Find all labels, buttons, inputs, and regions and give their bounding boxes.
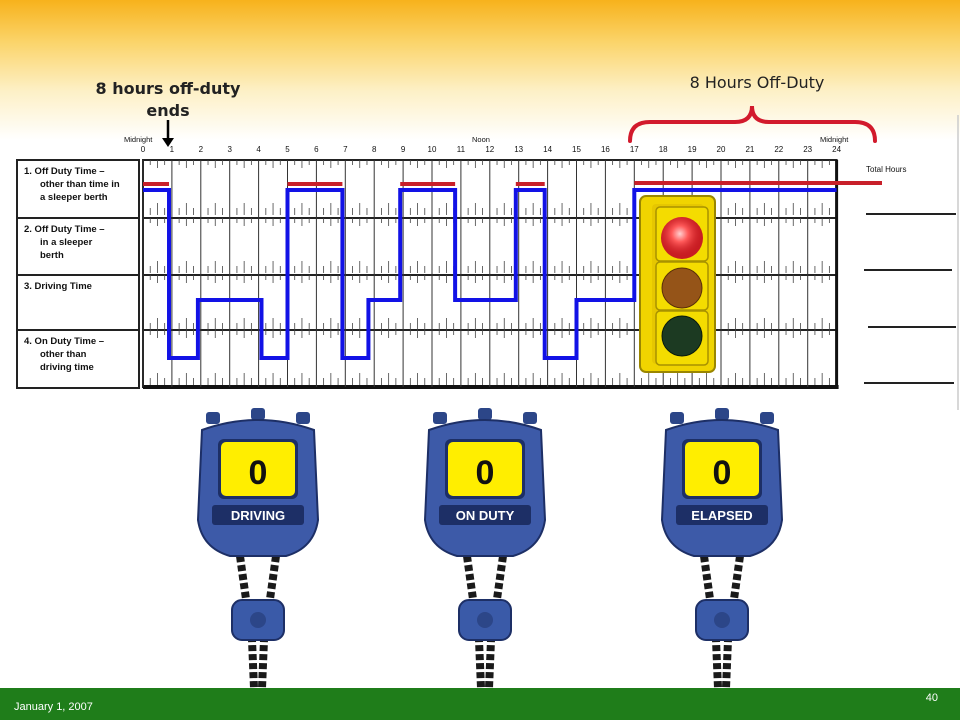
- hour-label: 3: [227, 145, 232, 154]
- amber-light: [661, 267, 703, 309]
- stopwatch-value: 0: [249, 454, 268, 492]
- hour-label: 2: [199, 145, 204, 154]
- stopwatch-label: ELAPSED: [691, 508, 752, 523]
- row-label-line: 2. Off Duty Time –: [24, 224, 105, 235]
- down-arrow-icon: [162, 120, 174, 147]
- hour-label: 10: [428, 145, 437, 154]
- page-number: 40: [925, 692, 938, 704]
- annotation-off-duty-period: 8 Hours Off-Duty: [689, 73, 825, 92]
- midnight-left-label: Midnight: [124, 135, 153, 144]
- hour-label: 4: [256, 145, 261, 154]
- hour-label: 11: [457, 145, 466, 154]
- row-label-line: berth: [40, 250, 64, 261]
- hour-grid: [142, 159, 839, 389]
- hour-label: 8: [372, 145, 377, 154]
- duty-line: [143, 188, 837, 360]
- row-label-line: driving time: [40, 362, 94, 373]
- off-duty-bracket: [628, 105, 877, 143]
- hour-label: 21: [745, 145, 754, 154]
- footer-date: January 1, 2007: [14, 701, 93, 713]
- row-label-line: a sleeper berth: [40, 192, 108, 203]
- hour-label: 20: [717, 145, 726, 154]
- hour-label: 5: [285, 145, 290, 154]
- hour-label: 23: [803, 145, 812, 154]
- stopwatch-value: 0: [476, 454, 495, 492]
- total-hours-label: Total Hours: [866, 165, 906, 174]
- hour-label: 16: [601, 145, 610, 154]
- header-gradient: [0, 0, 960, 140]
- hour-label: 7: [343, 145, 348, 154]
- hour-label: 24: [832, 145, 841, 154]
- hour-label: 1: [170, 145, 175, 154]
- hour-label: 15: [572, 145, 581, 154]
- total-hours-blanks: [864, 115, 959, 410]
- hour-label: 17: [630, 145, 639, 154]
- row-label-line: 3. Driving Time: [24, 281, 92, 292]
- row-label-line: 4. On Duty Time –: [24, 336, 104, 347]
- hour-label: 19: [688, 145, 697, 154]
- annotation-off-duty-ends: 8 hours off-duty ends: [95, 79, 241, 120]
- hour-label: 6: [314, 145, 319, 154]
- hour-label: 13: [514, 145, 523, 154]
- stopwatch-label: DRIVING: [231, 508, 285, 523]
- row-label-line: other than time in: [40, 179, 120, 190]
- stopwatch-value: 0: [713, 454, 732, 492]
- hour-label: 0: [141, 145, 146, 154]
- hour-label: 14: [543, 145, 552, 154]
- hour-label: 9: [401, 145, 406, 154]
- row-label-line: other than: [40, 349, 87, 360]
- hour-label: 18: [659, 145, 668, 154]
- green-light: [661, 315, 703, 357]
- midnight-right-label: Midnight: [820, 135, 849, 144]
- footer-bar: January 1, 2007 40: [0, 688, 960, 720]
- noon-label: Noon: [472, 135, 490, 144]
- stopwatch-label: ON DUTY: [456, 508, 515, 523]
- duty-status-graph: [143, 181, 882, 360]
- row-label-line: in a sleeper: [40, 237, 93, 248]
- row-label-group: 1. Off Duty Time – other than time in a sl…: [17, 166, 139, 373]
- stopwatch-on-duty: 0 ON DUTY: [423, 408, 547, 688]
- hour-label: 12: [485, 145, 494, 154]
- traffic-light-icon: [639, 195, 716, 373]
- row-label-line: 1. Off Duty Time –: [24, 166, 105, 177]
- hour-label: 22: [774, 145, 783, 154]
